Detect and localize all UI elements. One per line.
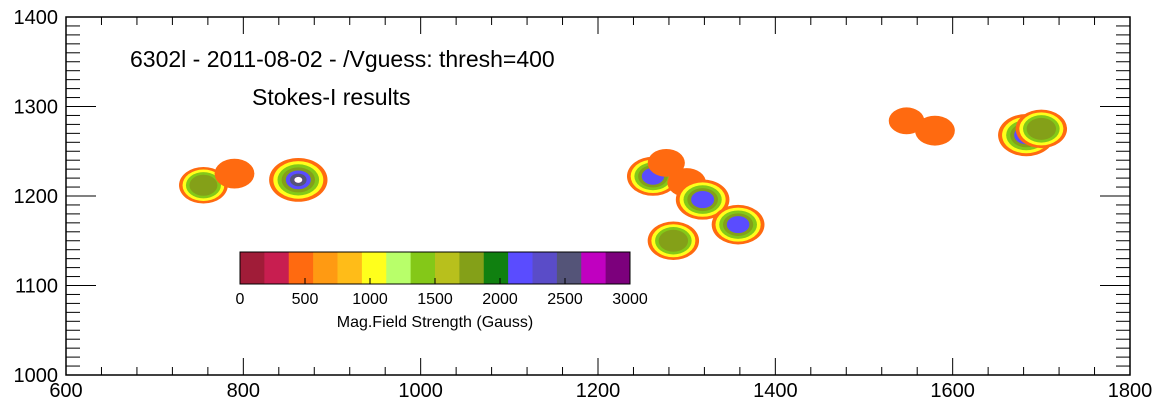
colorbar-tick-label: 2000 [482,291,518,308]
y-tick-label: 1400 [14,7,59,29]
colorbar-swatch [483,252,509,284]
field-contour [915,115,955,146]
field-region [214,158,255,189]
x-tick-label: 1000 [398,380,443,400]
x-tick-label: 1200 [576,380,621,400]
field-contour [658,229,689,252]
colorbar-swatch [313,252,338,284]
colorbar-swatch [337,252,363,284]
field-region [626,156,679,196]
y-tick-label: 1100 [15,276,58,298]
colorbar-swatch [386,252,412,284]
colorbar-tick-label: 2500 [547,291,583,308]
colorbar-swatch [288,252,314,284]
chart-title: 6302l - 2011-08-02 - /Vguess: thresh=400 [130,46,555,72]
colorbar-swatch [361,252,387,284]
colorbar-swatch [532,252,558,284]
colorbar-swatch [435,252,460,284]
field-region [711,204,765,245]
field-contour [189,174,218,196]
colorbar-tick-label: 0 [236,291,245,308]
x-tick-label: 1600 [930,380,975,400]
colorbar-label: Mag.Field Strength (Gauss) [337,314,534,331]
field-region [888,107,925,135]
chart-subtitle: Stokes-I results [252,84,411,110]
colorbar-swatch [556,252,582,284]
field-region [675,179,730,220]
x-tick-label: 1400 [753,380,798,400]
field-contour [888,107,925,135]
field-region [915,115,955,146]
colorbar-swatch [240,252,265,284]
field-contour [726,216,750,234]
colorbar-swatch [605,252,631,284]
colorbar-tick-label: 1500 [417,291,453,308]
colorbar-swatch [410,252,436,284]
y-tick-label: 1300 [14,97,59,119]
field-contour [691,190,715,209]
field-region [1015,109,1068,149]
field-region [647,148,685,177]
y-tick-label: 1000 [14,365,59,387]
field-core [294,176,303,183]
colorbar-swatch [459,252,485,284]
field-contour [1026,117,1057,140]
x-tick-label: 800 [227,380,260,400]
field-contour [647,148,685,177]
colorbar-swatch [581,252,607,284]
colorbar-swatch [508,252,533,284]
colorbar-tick-label: 3000 [612,291,648,308]
y-tick-label: 1200 [14,186,59,208]
colorbar-tick-label: 1000 [352,291,388,308]
field-region [647,221,700,260]
colorbar-swatch [264,252,290,284]
x-tick-label: 1800 [1108,380,1153,400]
field-region [269,157,328,202]
colorbar-tick-label: 500 [292,291,319,308]
x-tick-label: 600 [49,380,82,400]
field-contour [214,158,255,189]
